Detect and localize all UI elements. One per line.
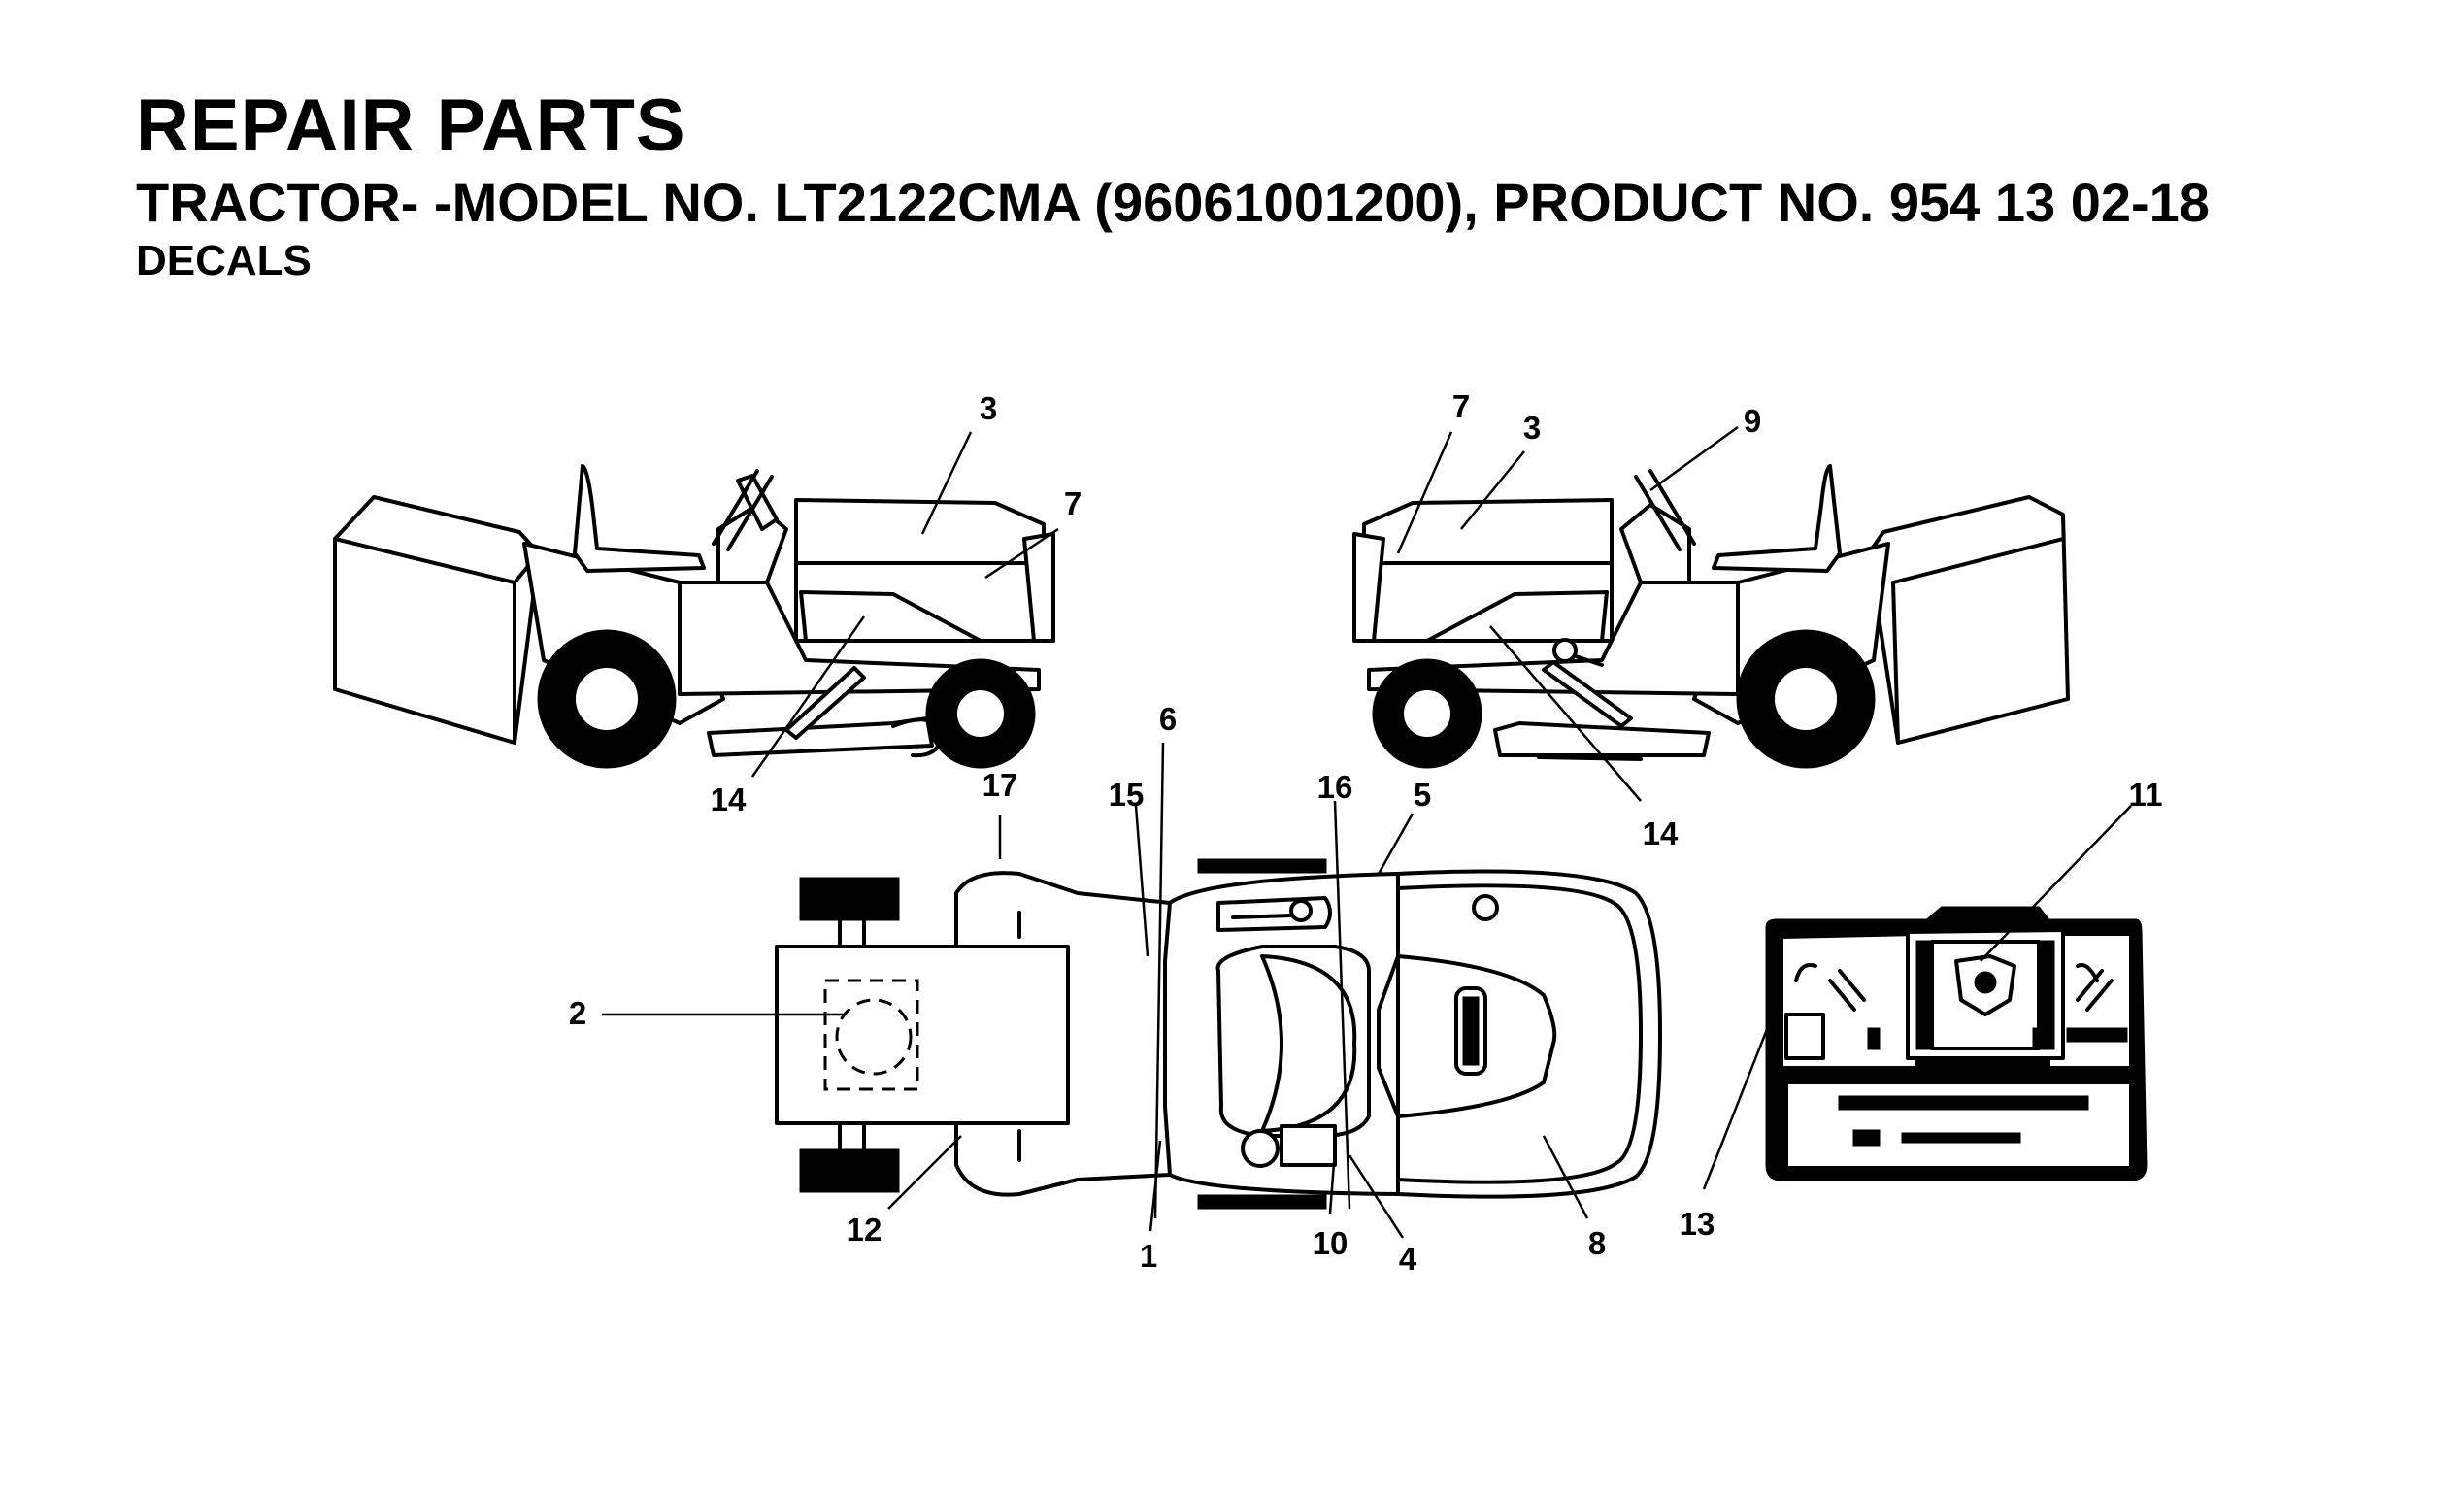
callout-10: 10 [1313, 1225, 1349, 1261]
callout-6: 6 [1159, 701, 1177, 737]
callout-5: 5 [1414, 777, 1431, 813]
model-subtitle: TRACTOR- -MODEL NO. LT2122CMA (960610012… [136, 172, 2210, 233]
callout-13: 13 [1680, 1206, 1715, 1242]
page-title: REPAIR PARTS [136, 84, 686, 167]
dash-panel-view [1765, 906, 2148, 1181]
callout-8: 8 [1588, 1225, 1606, 1261]
callout-1: 1 [1140, 1238, 1157, 1274]
callout-3: 3 [1523, 410, 1541, 446]
callout-9: 9 [1744, 403, 1761, 439]
tractor-left-side-view [333, 464, 1055, 769]
callout-11: 11 [2129, 777, 2163, 813]
callout-7: 7 [1064, 485, 1082, 521]
tractor-top-view [775, 858, 1662, 1210]
callout-15: 15 [1109, 777, 1145, 813]
callout-17: 17 [982, 767, 1018, 803]
callout-7: 7 [1452, 388, 1470, 424]
callout-3: 3 [980, 390, 997, 426]
callout-labels: 3 7 14 7 3 9 14 6 17 15 16 5 11 2 12 1 1… [569, 388, 2163, 1277]
callout-leaders [602, 425, 2132, 1239]
callout-4: 4 [1399, 1241, 1417, 1277]
section-title: DECALS [136, 237, 312, 284]
callout-14: 14 [711, 782, 747, 817]
callout-14: 14 [1643, 815, 1679, 851]
callout-12: 12 [847, 1212, 882, 1248]
callout-2: 2 [569, 995, 586, 1031]
callout-16: 16 [1317, 769, 1353, 805]
tractor-right-side-view [1352, 464, 2070, 769]
